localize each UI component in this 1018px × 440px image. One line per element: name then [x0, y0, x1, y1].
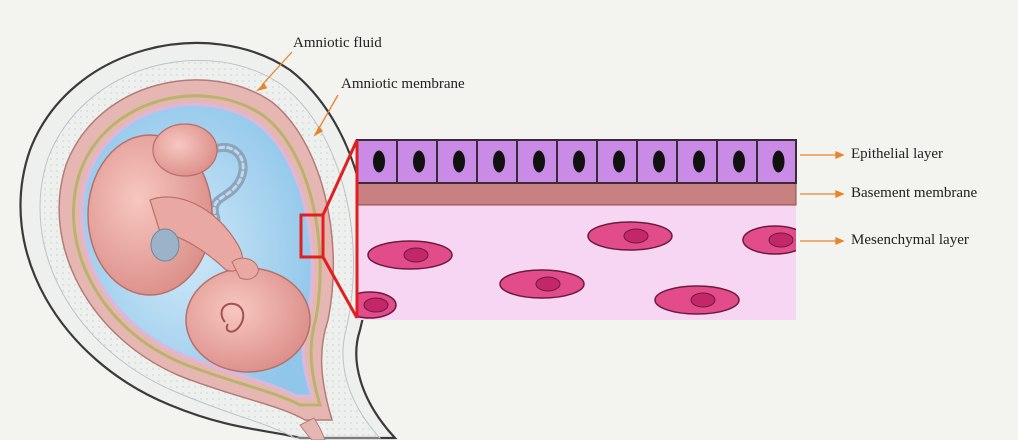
nucleus-icon [613, 151, 625, 173]
placenta-fragment [151, 229, 179, 261]
nucleus-icon [733, 151, 745, 173]
nucleus-icon [653, 151, 665, 173]
label-amniotic-membrane: Amniotic membrane [341, 76, 465, 93]
epithelial-cell-row [357, 140, 796, 183]
nucleus-icon [693, 151, 705, 173]
nucleus-icon [453, 151, 465, 173]
nucleus-icon [373, 151, 385, 173]
nucleus-icon [773, 151, 785, 173]
label-mesenchymal-layer: Mesenchymal layer [851, 232, 969, 249]
nucleus-icon [493, 151, 505, 173]
uterus-illustration [20, 43, 395, 440]
label-epithelial-layer: Epithelial layer [851, 146, 943, 163]
mesenchymal-nucleus [364, 298, 388, 312]
magnified-membrane-section [344, 140, 807, 320]
nucleus-icon [533, 151, 545, 173]
mesenchymal-nucleus [536, 277, 560, 291]
mesenchymal-nucleus [769, 233, 793, 247]
mesenchymal-nucleus [624, 229, 648, 243]
basement-membrane-band [357, 183, 796, 205]
mesenchymal-nucleus [691, 293, 715, 307]
mesenchymal-nucleus [404, 248, 428, 262]
fetus-leg [153, 124, 217, 176]
label-basement-membrane: Basement membrane [851, 185, 977, 202]
fetus-head [186, 268, 310, 372]
nucleus-icon [413, 151, 425, 173]
label-amniotic-fluid: Amniotic fluid [293, 35, 382, 52]
nucleus-icon [573, 151, 585, 173]
